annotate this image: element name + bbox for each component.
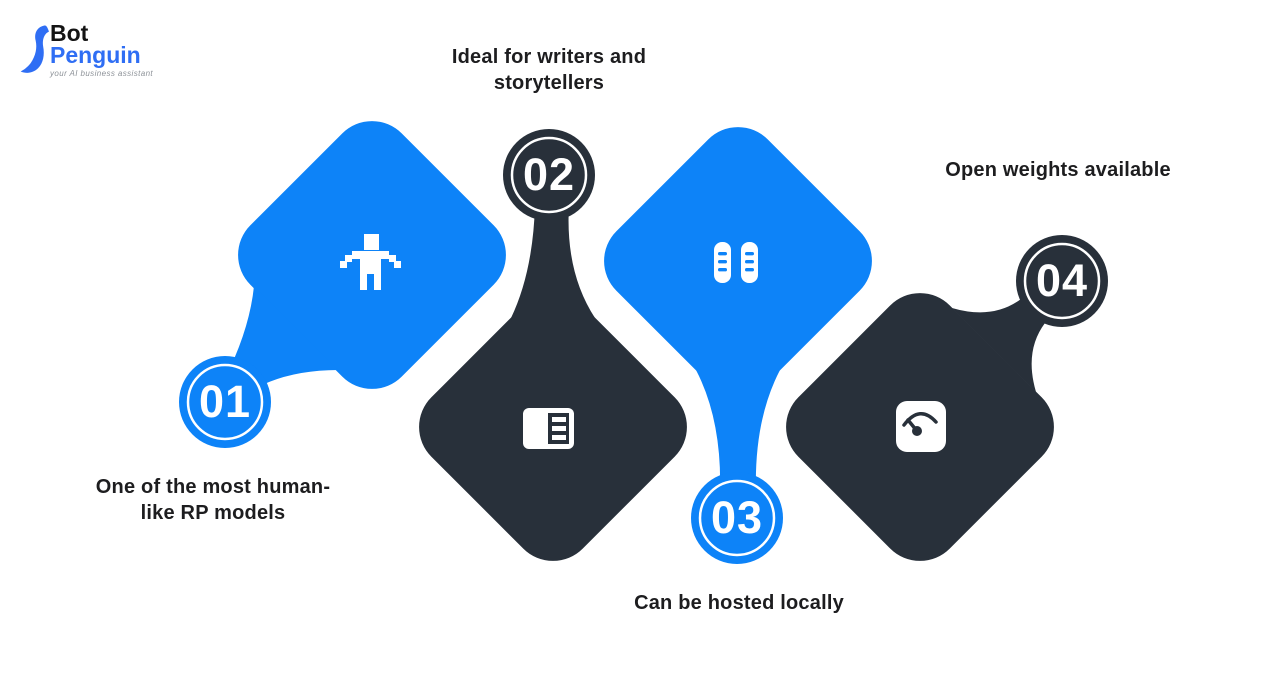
circle-ring-4	[1023, 242, 1101, 320]
caption-line: Can be hosted locally	[634, 592, 844, 614]
step-number-2: 02	[522, 149, 576, 200]
caption-line: storytellers	[493, 72, 605, 94]
circle-step-1	[179, 356, 271, 448]
gauge-icon	[896, 401, 946, 452]
circle-ring-1	[186, 363, 264, 441]
circle-step-4	[1016, 235, 1108, 327]
step-number-1: 01	[198, 376, 252, 427]
caption-line: Open weights available	[945, 159, 1171, 181]
step-number-4: 04	[1035, 255, 1089, 306]
stem-step-2	[511, 205, 595, 318]
logo-brand-line2: Penguin	[50, 42, 141, 68]
caption-line: like RP models	[140, 502, 286, 524]
logo-tagline: your AI business assistant	[50, 69, 154, 78]
step-caption-3: Can be hosted locally	[589, 590, 889, 616]
server-icon	[714, 242, 758, 283]
diamond-step-3	[604, 127, 872, 395]
circle-step-3	[691, 472, 783, 564]
circle-ring-3	[698, 479, 776, 557]
caption-line: One of the most human-	[95, 476, 331, 498]
person-icon	[340, 234, 401, 290]
step-caption-2: Ideal for writers and storytellers	[424, 44, 674, 96]
penguin-icon	[20, 25, 49, 73]
logo-text: Bot Penguin your AI business assistant	[50, 20, 154, 79]
caption-line: Ideal for writers and	[451, 46, 647, 68]
botpenguin-logo: Bot Penguin your AI business assistant	[16, 22, 186, 92]
stem-step-4	[952, 299, 1045, 392]
stem-step-3	[696, 370, 780, 492]
logo-brand-line1: Bot	[50, 20, 89, 46]
stem-step-1	[230, 286, 338, 390]
circle-step-2	[503, 129, 595, 221]
step-number-3: 03	[710, 492, 764, 543]
news-card-icon	[523, 408, 574, 449]
step-caption-1: One of the most human- like RP models	[63, 474, 363, 526]
circle-ring-2	[510, 136, 588, 214]
step-caption-4: Open weights available	[908, 157, 1208, 183]
